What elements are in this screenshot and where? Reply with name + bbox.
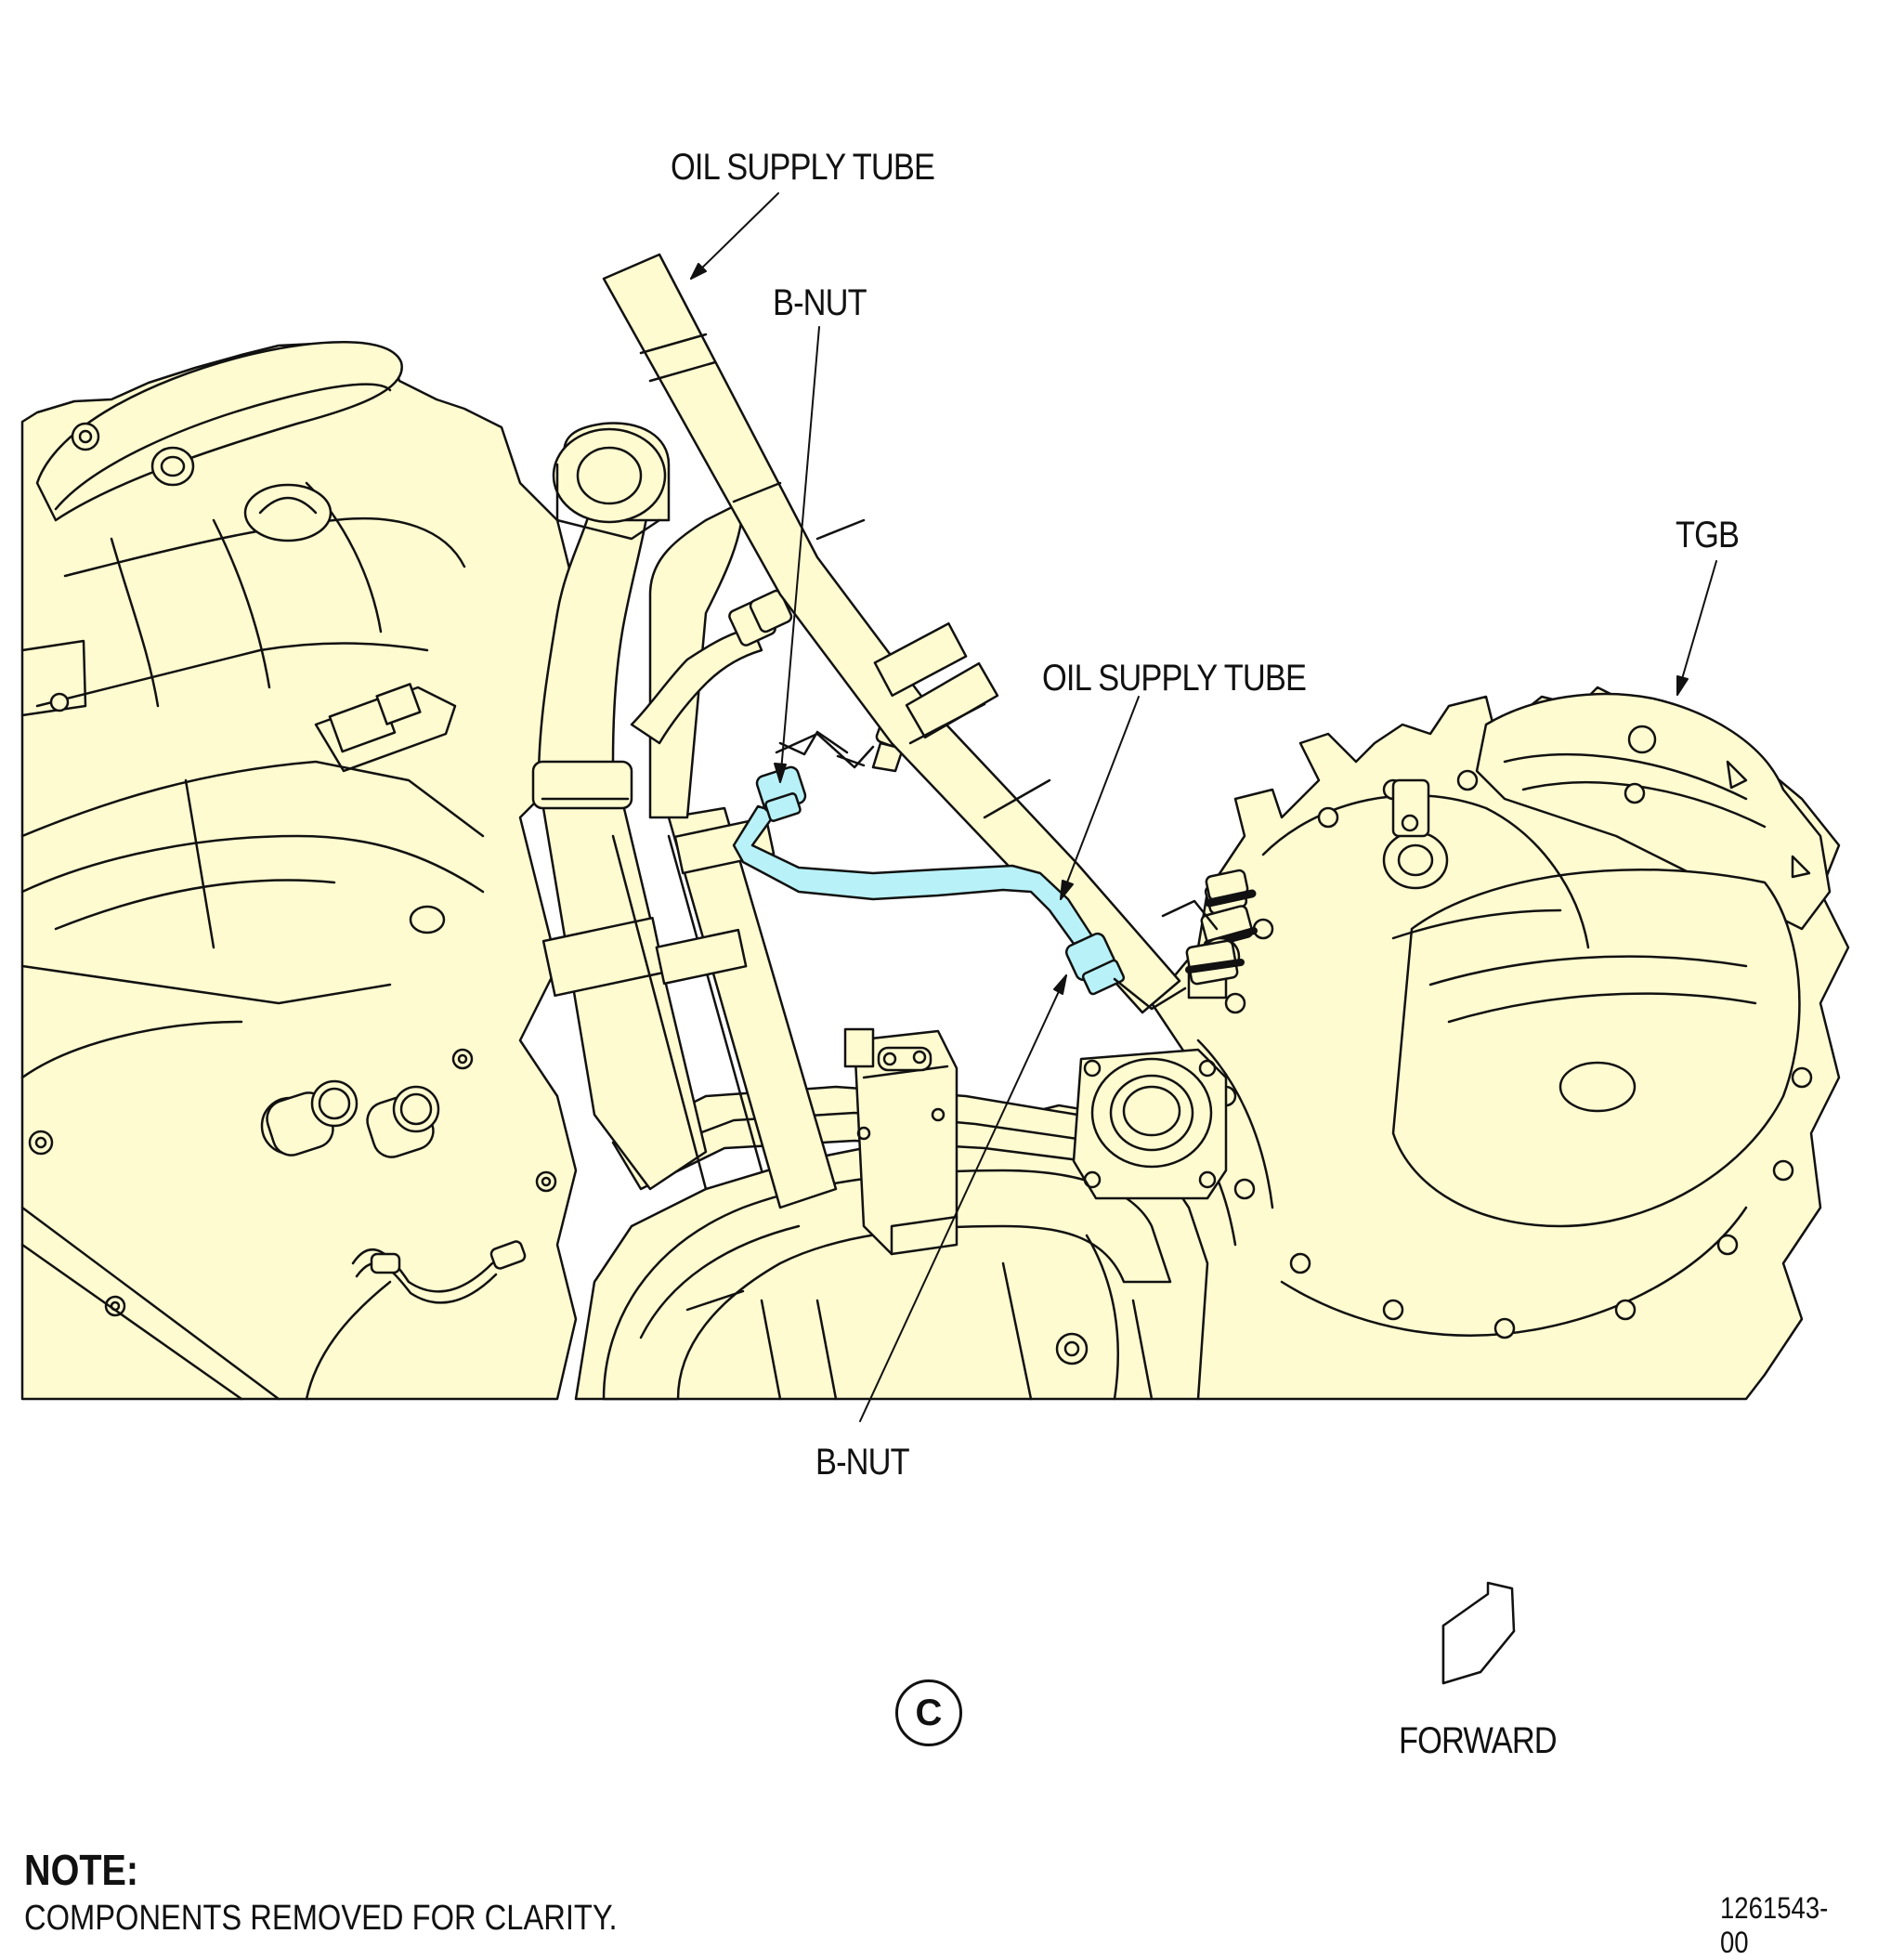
oil-supply-tube-highlighted [732,732,1219,1011]
b-nut-upper-fitting [755,765,807,822]
callout-oil-supply-tube-lower: OIL SUPPLY TUBE [1042,658,1307,699]
view-label: C [915,1692,943,1733]
tgb-gearbox [1141,686,1850,1401]
oil-supply-tube-upper [602,253,1181,1014]
callout-tgb: TGB [1676,515,1740,555]
note-heading: NOTE: [24,1846,139,1894]
callout-b-nut-upper: B-NUT [773,282,867,323]
callout-forward: FORWARD [1399,1720,1558,1761]
note-text: COMPONENTS REMOVED FOR CLARITY. [24,1899,618,1938]
center-tubes [531,422,1228,1401]
callout-oil-supply-tube-upper: OIL SUPPLY TUBE [671,147,935,188]
tgb-fitting [1185,869,1257,986]
forward-arrow-icon [1441,1581,1516,1685]
callout-b-nut-lower: B-NUT [815,1442,910,1483]
b-nut-lower-fitting [1064,932,1126,996]
leader-lines [690,192,1717,1422]
left-engine-case [20,341,596,1401]
view-label-circle: C [895,1679,962,1746]
figure-number: 1261543-00 [1720,1891,1829,1959]
